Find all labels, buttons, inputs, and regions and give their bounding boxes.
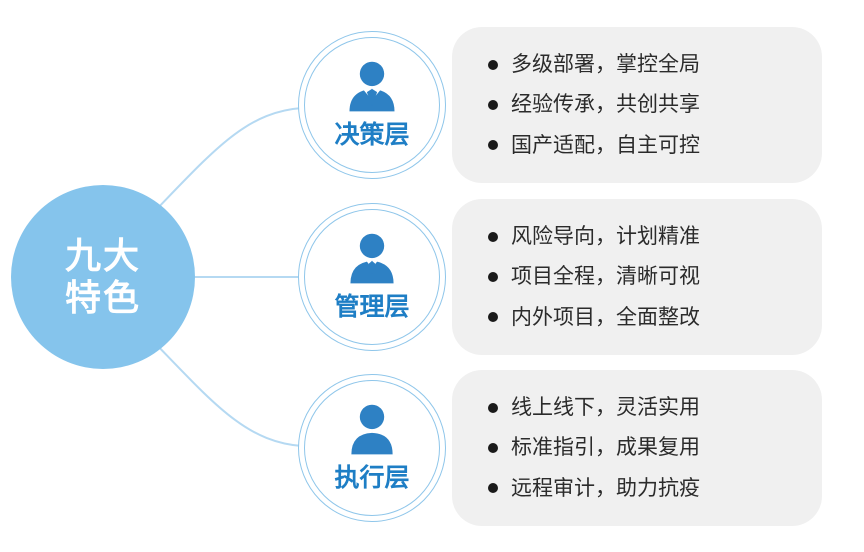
bullet-dot-icon	[488, 140, 498, 151]
panel-management: 风险导向，计划精准 项目全程，清晰可视 内外项目，全面整改	[452, 199, 822, 355]
bullet-dot-icon	[488, 483, 498, 494]
layer-circle-execution: 执行层	[298, 374, 446, 522]
bullet-text: 标准指引，成果复用	[511, 436, 700, 460]
list-item: 多级部署，掌控全局	[488, 52, 812, 77]
bullet-text: 经验传承，共创共享	[511, 93, 700, 117]
bullet-text: 线上线下，灵活实用	[511, 396, 700, 420]
bullet-text: 国产适配，自主可控	[511, 133, 700, 157]
layer-label-management: 管理层	[334, 292, 410, 321]
bullet-text: 多级部署，掌控全局	[511, 53, 700, 77]
bullet-dot-icon	[488, 272, 498, 282]
main-topic-line1: 九大	[64, 234, 141, 276]
executive-person-icon	[349, 61, 395, 111]
bullet-dot-icon	[488, 402, 498, 413]
bullet-dot-icon	[488, 100, 498, 110]
list-item: 内外项目，全面整改	[488, 305, 812, 330]
layer-circle-execution-inner: 执行层	[304, 380, 440, 516]
list-item: 标准指引，成果复用	[488, 435, 812, 460]
list-item: 经验传承，共创共享	[488, 92, 812, 117]
panel-execution: 线上线下，灵活实用 标准指引，成果复用 远程审计，助力抗疫	[452, 370, 822, 526]
bullet-dot-icon	[488, 59, 498, 70]
list-item: 风险导向，计划精准	[488, 224, 812, 249]
bullet-dot-icon	[488, 443, 498, 453]
layer-circle-management-inner: 管理层	[304, 209, 440, 345]
layer-circle-decision: 决策层	[298, 31, 446, 179]
list-item: 线上线下，灵活实用	[488, 395, 812, 420]
list-item: 国产适配，自主可控	[488, 133, 812, 158]
manager-person-icon	[350, 233, 394, 283]
list-item: 项目全程，清晰可视	[488, 264, 812, 289]
layer-label-decision: 决策层	[334, 120, 410, 149]
main-topic-line2: 特色	[64, 277, 141, 318]
bullet-text: 内外项目，全面整改	[511, 305, 700, 329]
panel-decision: 多级部署，掌控全局 经验传承，共创共享 国产适配，自主可控	[452, 27, 822, 183]
bullet-text: 风险导向，计划精准	[511, 225, 700, 249]
bullet-dot-icon	[488, 312, 498, 323]
layer-circle-decision-inner: 决策层	[304, 37, 440, 173]
list-item: 远程审计，助力抗疫	[488, 476, 812, 501]
worker-person-icon	[351, 404, 393, 454]
bullet-text: 项目全程，清晰可视	[511, 265, 700, 289]
layer-label-execution: 执行层	[334, 463, 410, 492]
main-topic-circle: 九大 特色	[11, 185, 195, 369]
bullet-dot-icon	[488, 231, 498, 242]
layer-circle-management: 管理层	[298, 203, 446, 351]
bullet-text: 远程审计，助力抗疫	[511, 476, 700, 500]
